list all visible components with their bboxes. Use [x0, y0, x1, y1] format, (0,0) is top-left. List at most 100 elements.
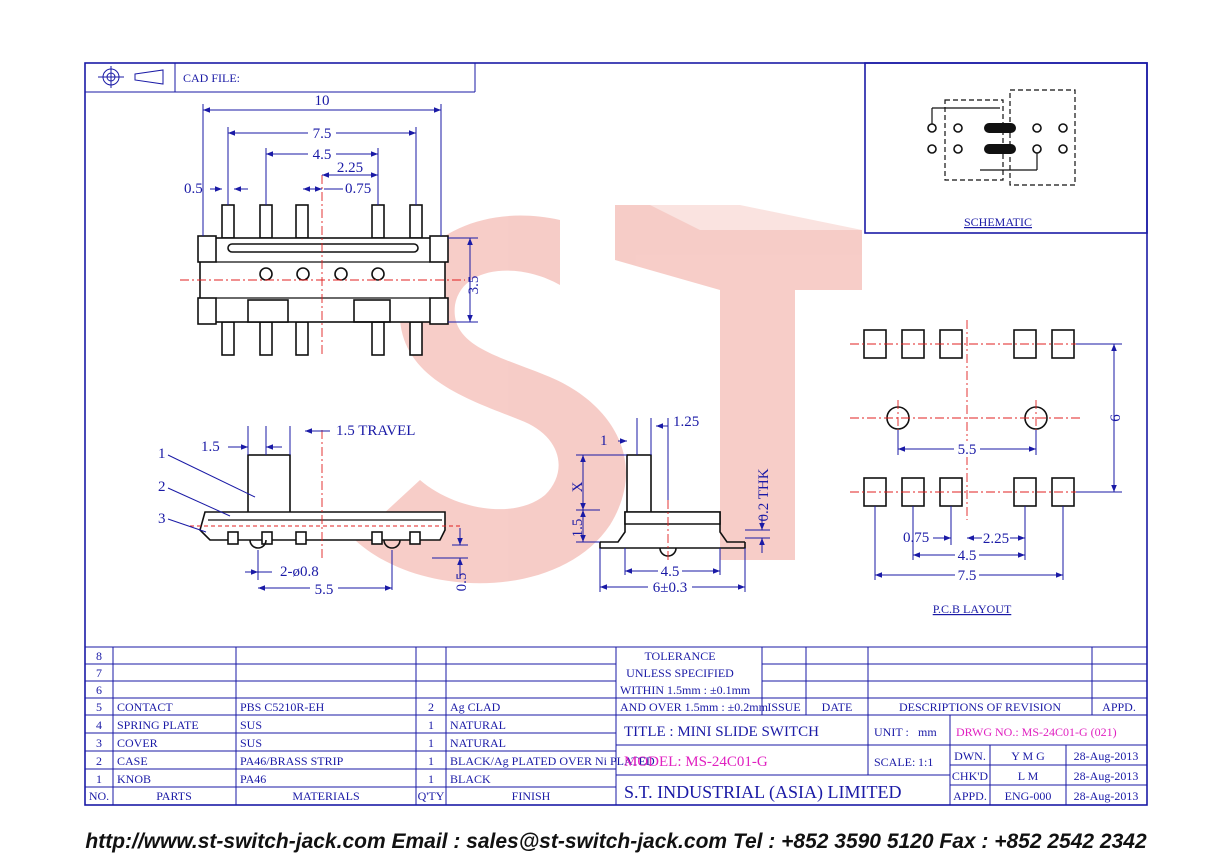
- bom-header-materials: MATERIALS: [292, 789, 359, 803]
- end-view: 1.25 1 X 1.5 0.2 THK 4.5 6±0.3: [570, 414, 772, 596]
- callout-1: 1: [158, 446, 166, 462]
- bom-cell-qty: 1: [428, 772, 434, 786]
- end-dim-6: 6±0.3: [653, 580, 687, 596]
- bom-header-no: NO.: [89, 789, 109, 803]
- chk-date: 28-Aug-2013: [1074, 769, 1139, 783]
- contact-footer: http://www.st-switch-jack.com Email : sa…: [85, 830, 1147, 853]
- dwn-date: 28-Aug-2013: [1074, 749, 1139, 763]
- bom-header-parts: PARTS: [156, 789, 192, 803]
- pcb-dim-5-5: 5.5: [958, 442, 977, 458]
- schematic-label: SCHEMATIC: [964, 215, 1032, 229]
- schematic-box: SCHEMATIC: [864, 62, 1148, 234]
- tolerance-line2: UNLESS SPECIFIED: [626, 666, 734, 680]
- side-dim-0-5: 0.5: [454, 573, 470, 592]
- unit-label: UNIT :: [874, 725, 909, 739]
- bom-cell-no: 8: [96, 649, 102, 663]
- top-view: 10 7.5 4.5 2.25 0.75 0.5 3.5: [180, 93, 482, 356]
- schematic-diagram: [927, 89, 1076, 186]
- bom-cell-part: KNOB: [117, 772, 151, 786]
- cad-file-header: CAD FILE:: [85, 63, 476, 93]
- bom-cell-material: PA46: [240, 772, 266, 786]
- callout-2: 2: [158, 479, 166, 495]
- end-dim-thk: 0.2 THK: [756, 468, 772, 521]
- company-name: S.T. INDUSTRIAL (ASIA) LIMITED: [624, 782, 901, 803]
- top-view-knob: [247, 299, 289, 323]
- bom-cell-material: SUS: [240, 718, 262, 732]
- side-dim-1-5: 1.5: [201, 439, 220, 455]
- bom-cell-qty: 2: [428, 700, 434, 714]
- drawing-number: DRWG NO.: MS-24C01-G (021): [956, 725, 1117, 739]
- title-text: TITLE : MINI SLIDE SWITCH: [624, 724, 819, 740]
- bom-cell-material: PA46/BRASS STRIP: [240, 754, 344, 768]
- bom-cell-no: 3: [96, 736, 102, 750]
- tolerance-line3: WITHIN 1.5mm : ±0.1mm: [620, 683, 751, 697]
- bom-header-finish: FINISH: [512, 789, 551, 803]
- bom-cell-no: 6: [96, 683, 102, 697]
- bom-cell-finish: NATURAL: [450, 736, 506, 750]
- end-dim-x: X: [570, 481, 586, 492]
- model-text: MODEL: MS-24C01-G: [624, 754, 768, 770]
- dim-2-25: 2.25: [337, 160, 363, 176]
- scale-label: SCALE:: [874, 755, 915, 769]
- pcb-dim-2-25: 2.25: [983, 531, 1009, 547]
- bom-cell-no: 7: [96, 666, 102, 680]
- bom-cell-no: 1: [96, 772, 102, 786]
- bom-table: [85, 647, 617, 805]
- dwn-name: Y M G: [1011, 749, 1045, 763]
- callout-3: 3: [158, 511, 166, 527]
- dim-4-5: 4.5: [313, 147, 332, 163]
- bom-cell-part: CONTACT: [117, 700, 173, 714]
- bom-cell-finish: NATURAL: [450, 718, 506, 732]
- bom-cell-material: PBS C5210R-EH: [240, 700, 325, 714]
- pcb-layout: 5.5 6 0.75 2.25 4.5 7.5 P.C.B LAYOUT: [850, 320, 1124, 616]
- appd-date: 28-Aug-2013: [1074, 789, 1139, 803]
- revision-descriptions: DESCRIPTIONS OF REVISION: [899, 700, 1061, 714]
- appd-label: APPD.: [953, 789, 987, 803]
- scale-value: 1:1: [918, 755, 933, 769]
- unit-value: mm: [918, 725, 937, 739]
- bom-cell-qty: 1: [428, 718, 434, 732]
- bom-cell-no: 4: [96, 718, 102, 732]
- pcb-dim-0-75: 0.75: [903, 530, 929, 546]
- bom-cell-finish: BLACK: [450, 772, 491, 786]
- tolerance-line4: AND OVER 1.5mm : ±0.2mm: [620, 700, 769, 714]
- end-dim-1-5: 1.5: [570, 519, 586, 538]
- bom-cell-part: COVER: [117, 736, 158, 750]
- side-dim-5-5: 5.5: [315, 582, 334, 598]
- bom-cell-part: SPRING PLATE: [117, 718, 199, 732]
- side-dim-travel: 1.5 TRAVEL: [336, 423, 415, 439]
- pcb-dim-7-5: 7.5: [958, 568, 977, 584]
- end-dim-1: 1: [600, 433, 608, 449]
- title-block: 8 7 6 5 CONTACT PBS C5210R-EH 2 Ag CLAD 4 SPRING …: [85, 646, 1147, 805]
- chk-name: L M: [1018, 769, 1039, 783]
- bom-cell-finish: BLACK/Ag PLATED OVER Ni PLATED: [450, 754, 655, 768]
- revision-appd: APPD.: [1102, 700, 1136, 714]
- bom-header-qty: Q'TY: [418, 789, 445, 803]
- revision-date: DATE: [822, 700, 853, 714]
- dim-3-5: 3.5: [466, 276, 482, 295]
- side-dim-hole: 2-ø0.8: [280, 564, 319, 580]
- pcb-dim-4-5: 4.5: [958, 548, 977, 564]
- end-dim-1-25: 1.25: [673, 414, 699, 430]
- bom-cell-finish: Ag CLAD: [450, 700, 501, 714]
- end-dim-4-5: 4.5: [661, 564, 680, 580]
- side-view-knob: [247, 454, 291, 516]
- bom-cell-qty: 1: [428, 754, 434, 768]
- dim-7-5: 7.5: [313, 126, 332, 142]
- appd-name: ENG-000: [1005, 789, 1052, 803]
- side-view: 1.5 1.5 TRAVEL 2-ø0.8 5.5 0.5 1 2 3: [158, 423, 470, 598]
- bom-cell-qty: 1: [428, 736, 434, 750]
- dim-0-75: 0.75: [345, 181, 371, 197]
- tolerance-line1: TOLERANCE: [644, 649, 715, 663]
- bom-cell-no: 5: [96, 700, 102, 714]
- dim-10: 10: [315, 93, 330, 109]
- chk-label: CHK'D: [952, 769, 988, 783]
- cad-file-label: CAD FILE:: [183, 71, 240, 85]
- bom-cell-part: CASE: [117, 754, 148, 768]
- projection-symbol-icon: [98, 66, 164, 88]
- dim-0-5: 0.5: [184, 181, 203, 197]
- bom-cell-material: SUS: [240, 736, 262, 750]
- pcb-layout-label: P.C.B LAYOUT: [933, 602, 1012, 616]
- revision-issue: ISSUE: [767, 700, 800, 714]
